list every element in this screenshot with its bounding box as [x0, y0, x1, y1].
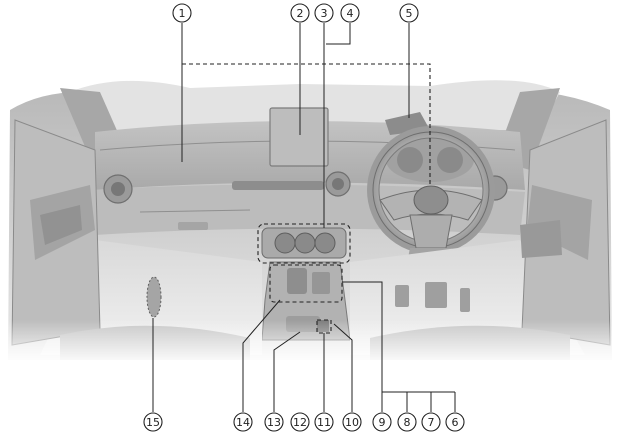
- callout-number: 7: [428, 416, 435, 429]
- callout-6: 6: [445, 412, 465, 432]
- callout-8: 8: [397, 412, 417, 432]
- callout-number: 4: [347, 7, 354, 20]
- callout-5: 5: [399, 3, 419, 23]
- callout-7: 7: [421, 412, 441, 432]
- callout-number: 13: [267, 416, 281, 429]
- callout-number: 11: [317, 416, 331, 429]
- callout-number: 8: [404, 416, 411, 429]
- callout-circle: [172, 3, 192, 23]
- leader-lines: [152, 23, 456, 412]
- callout-circle: [372, 412, 392, 432]
- callout-number: 15: [146, 416, 160, 429]
- callout-circle: [314, 3, 334, 23]
- callout-1-5-dashed-path: [182, 63, 431, 185]
- callout-number: 5: [406, 7, 413, 20]
- cabin-illustration: [0, 80, 621, 365]
- callout-number: 10: [345, 416, 359, 429]
- callout-4: 4: [340, 3, 360, 23]
- callout-circle: [143, 412, 163, 432]
- callout-12: 12: [290, 412, 310, 432]
- callout-number: 1: [179, 7, 186, 20]
- callout-number: 14: [236, 416, 250, 429]
- callout-circle: [397, 412, 417, 432]
- callout-circle: [314, 412, 334, 432]
- callout-9: 9: [372, 412, 392, 432]
- callout-10: 10: [342, 412, 362, 432]
- callout-circle: [290, 412, 310, 432]
- callout-number: 2: [297, 7, 304, 20]
- callout-circle: [445, 412, 465, 432]
- callout-14: 14: [233, 412, 253, 432]
- callout-2: 2: [290, 3, 310, 23]
- callout-11: 11: [314, 412, 334, 432]
- callout-circle: [342, 412, 362, 432]
- console-switch-frame: [269, 264, 343, 303]
- callout-circle: [399, 3, 419, 23]
- callout-number: 12: [293, 416, 307, 429]
- callout-13: 13: [264, 412, 284, 432]
- callout-1: 1: [172, 3, 192, 23]
- callout-number: 6: [452, 416, 459, 429]
- small-socket-frame: [316, 319, 332, 334]
- callout-circle: [340, 3, 360, 23]
- callout-circle: [233, 412, 253, 432]
- callout-15: 15: [143, 412, 163, 432]
- callout-number: 3: [321, 7, 328, 20]
- callout-circle: [290, 3, 310, 23]
- callout-circle: [264, 412, 284, 432]
- callout-circle: [421, 412, 441, 432]
- callout-number: 9: [379, 416, 386, 429]
- callout-3: 3: [314, 3, 334, 23]
- highlight-frames: [182, 63, 431, 334]
